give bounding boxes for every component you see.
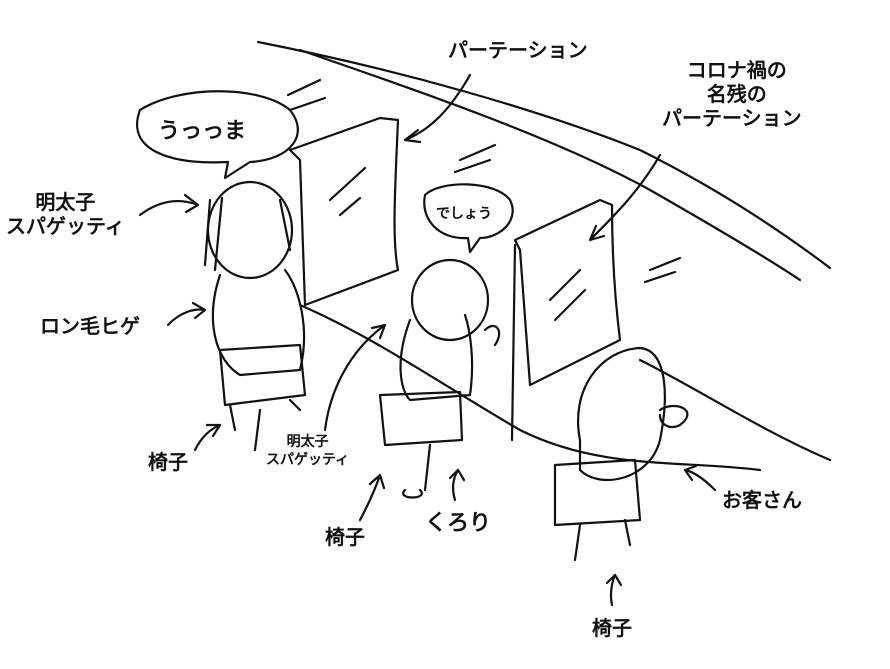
- arrow-chair-left: [193, 423, 222, 452]
- partition-right: [513, 198, 622, 387]
- arrow-kurori: [448, 468, 466, 502]
- person-left-head: [206, 180, 294, 280]
- speech-bubble-left: [136, 90, 299, 180]
- person-right-hand: [658, 405, 689, 429]
- label-chair-left: 椅子: [148, 450, 188, 474]
- person-left-body: [211, 268, 306, 377]
- counter-edge-line: [298, 48, 802, 282]
- label-covid-partition-line3: パーテーション: [662, 106, 802, 130]
- arrow-chair-mid: [358, 473, 386, 522]
- label-chair-right: 椅子: [592, 616, 632, 640]
- speech-bubble-mid: [423, 183, 514, 254]
- chair-right: [553, 458, 642, 562]
- label-customer: お客さん: [722, 488, 802, 512]
- counter-line-right: [638, 358, 832, 462]
- arrow-mentaiko-1: [138, 193, 200, 217]
- hatch: [286, 78, 682, 284]
- label-mentaiko-mid: 明太子 スパゲッティ: [266, 433, 349, 469]
- speech-mid-text: でしょう: [436, 206, 492, 222]
- label-mentaiko-left-line1: 明太子: [35, 190, 96, 214]
- arrow-chair-right: [605, 573, 623, 607]
- person-mid-hand: [483, 324, 501, 347]
- arrow-long-hair: [166, 301, 207, 327]
- label-mentaiko-mid-line2: スパゲッティ: [266, 452, 350, 468]
- label-chair-mid: 椅子: [325, 525, 365, 549]
- arrow-customer: [683, 464, 717, 492]
- label-covid-partition-line2: 名残の: [706, 82, 767, 106]
- arrow-partition: [403, 73, 472, 144]
- counter-top-line: [256, 40, 832, 270]
- label-covid-partition-line1: コロナ禍の: [686, 58, 787, 82]
- counter-front-line: [298, 303, 762, 472]
- person-mid-head: [410, 258, 490, 342]
- label-partition: パーテーション: [448, 38, 588, 62]
- person-left-hair: [203, 196, 292, 272]
- partition-left: [288, 116, 400, 307]
- label-mentaiko-left: 明太子 スパゲッティ: [6, 190, 125, 238]
- person-mid-body: [399, 313, 474, 402]
- partition-left-glare: [328, 166, 367, 217]
- person-right-body: [577, 346, 666, 482]
- label-covid-partition: コロナ禍の 名残の パーテーション: [662, 58, 802, 130]
- partition-right-glare: [548, 268, 587, 322]
- chair-left: [218, 343, 307, 452]
- arrow-covid-partition: [588, 153, 662, 242]
- partition-right-post: [510, 243, 517, 442]
- label-long-hair-beard: ロン毛ヒゲ: [40, 314, 140, 338]
- speech-left-text: うっっま: [158, 119, 247, 144]
- label-mentaiko-left-line2: スパゲッティ: [6, 214, 125, 238]
- chair-mid: [378, 390, 464, 499]
- arrow-mentaiko-2: [323, 323, 387, 432]
- label-kurori: くろり: [425, 511, 492, 536]
- label-mentaiko-mid-line1: 明太子: [286, 434, 329, 450]
